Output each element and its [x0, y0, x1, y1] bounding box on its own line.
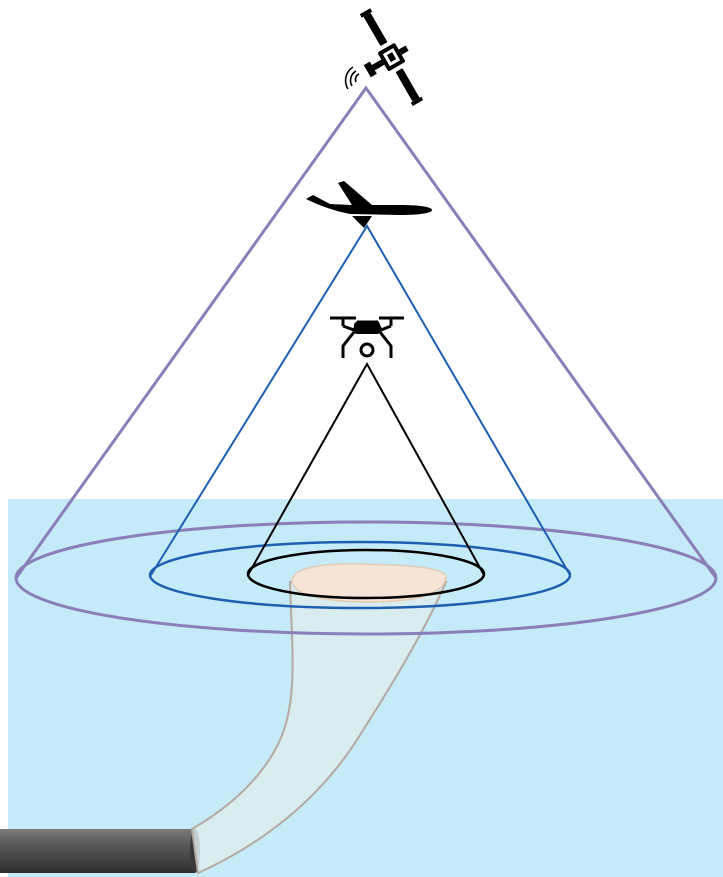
drone-icon: [330, 318, 404, 358]
satellite-icon: [341, 2, 434, 117]
outfall-pipe: [0, 829, 200, 873]
airplane-icon: [306, 181, 432, 228]
